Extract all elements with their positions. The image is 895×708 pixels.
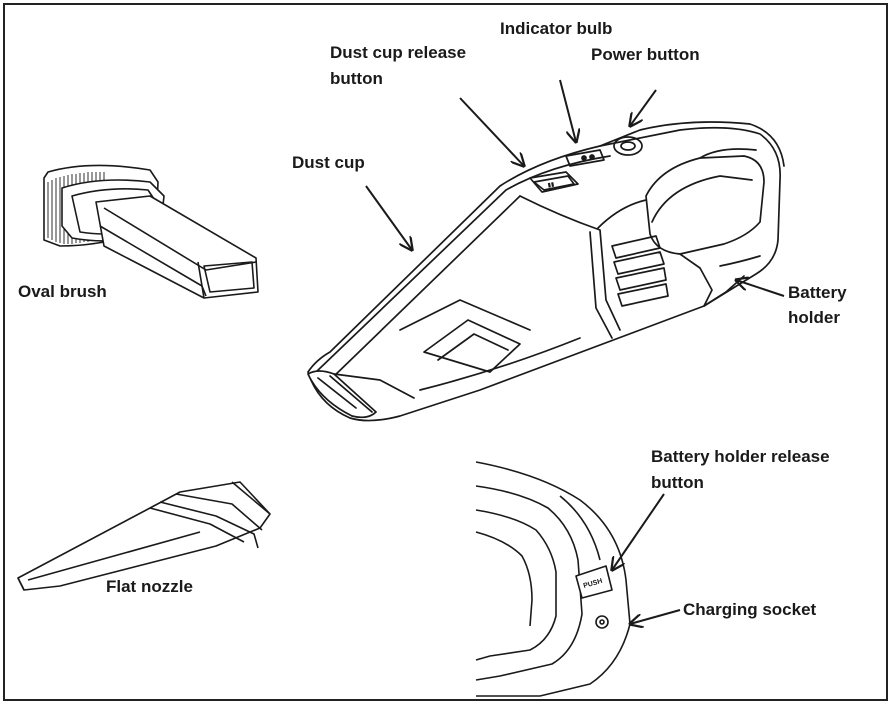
arrow-charging-socket [630,609,681,624]
label-battery-release-line1: Battery holder release [651,447,830,466]
charging-socket-mark [595,615,609,629]
label-flat-nozzle: Flat nozzle [106,577,193,596]
flat-nozzle-drawing [17,481,271,591]
label-battery-holder-line1: Battery [788,283,847,302]
arrow-dust-cup-release [459,97,524,166]
rear-closeup-drawing: PUSH [475,461,631,697]
label-dust-cup-release-line1: Dust cup release [330,43,467,62]
release-button-mark: ▮▮ [547,182,555,189]
label-battery-holder-line2: holder [788,308,840,327]
label-power-button: Power button [591,45,700,64]
oval-brush-drawing [43,164,259,299]
vacuum-body-drawing: ▮▮ [307,121,785,422]
label-indicator-bulb: Indicator bulb [500,19,613,38]
arrow-dust-cup [365,185,412,250]
power-button-mark [613,136,643,156]
label-dust-cup: Dust cup [292,153,365,172]
diagram-frame [3,3,888,701]
arrow-battery-holder [736,280,785,297]
arrow-indicator-bulb [559,79,576,142]
indicator-bulb-mark [581,155,587,161]
arrow-power-button [630,89,657,126]
arrow-battery-release [612,493,665,570]
callout-arrows [365,79,785,624]
label-dust-cup-release-line2: button [330,69,383,88]
label-battery-release-line2: button [651,473,704,492]
label-charging-socket: Charging socket [683,600,817,619]
label-oval-brush: Oval brush [18,282,107,301]
